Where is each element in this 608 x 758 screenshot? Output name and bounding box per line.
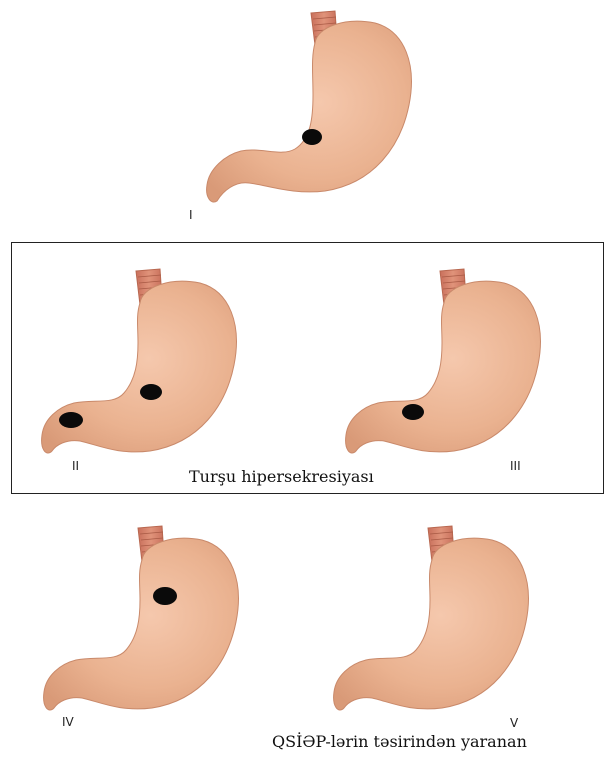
- stomach-body: [346, 281, 541, 453]
- stomach-diagram-iv: [40, 522, 270, 727]
- stomach-diagram-v: [330, 522, 560, 727]
- stomach-diagram-ii: [38, 265, 268, 470]
- stomach-body: [207, 21, 412, 202]
- stomach-diagram-iii: [342, 265, 572, 470]
- stomach-label-v: V: [510, 716, 518, 730]
- ulcer-marker: [153, 587, 177, 605]
- ulcer-marker: [140, 384, 162, 400]
- stomach-diagram-i: [195, 5, 425, 210]
- stomach-label-iv: IV: [62, 715, 74, 729]
- acid-hypersecretion-caption: Turşu hipersekresiyası: [189, 467, 374, 486]
- stomach-label-iii: III: [510, 459, 521, 473]
- stomach-label-ii: II: [72, 459, 79, 473]
- nsaid-caption: QSİƏP-lərin təsirindən yaranan: [272, 732, 527, 751]
- ulcer-marker: [302, 129, 322, 145]
- stomach-body: [334, 538, 529, 710]
- ulcer-marker: [402, 404, 424, 420]
- stomach-body: [44, 538, 239, 710]
- stomach-label-i: I: [189, 208, 193, 222]
- ulcer-marker: [59, 412, 83, 428]
